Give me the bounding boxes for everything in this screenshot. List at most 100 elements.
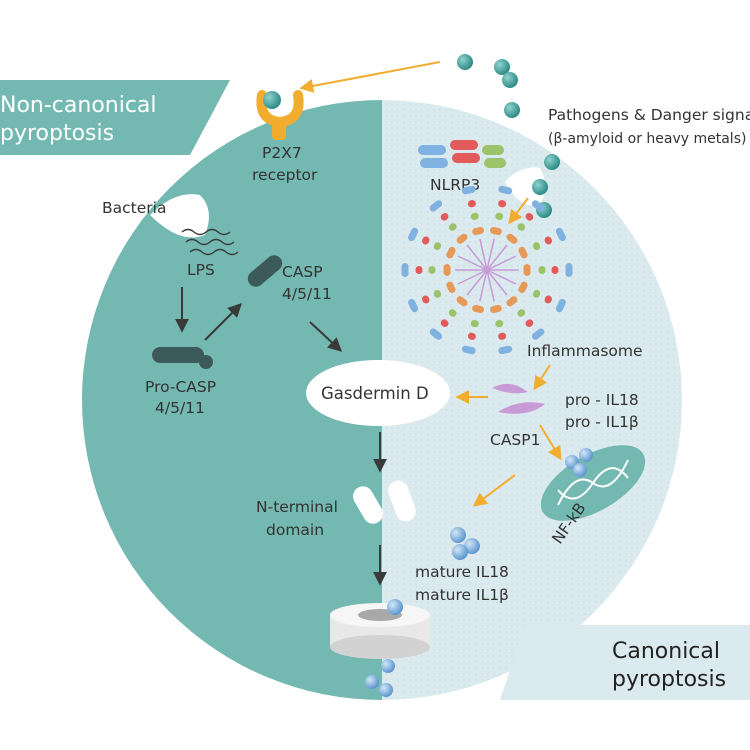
- inflammasome-segment: [446, 246, 456, 259]
- inflammasome-complex: [401, 185, 573, 355]
- inflammasome-segment: [498, 345, 513, 355]
- non-canonical-label-1: Non-canonical: [0, 93, 157, 118]
- inflammasome-spoke: [457, 255, 488, 271]
- nfkb-to-mature-il-arrow: [472, 474, 516, 507]
- inflammasome-segment: [456, 233, 468, 244]
- pathogen-entry-notch: [505, 167, 545, 206]
- bacteria-entry-notch: [150, 194, 209, 238]
- n-terminal-label-2: domain: [266, 521, 324, 539]
- inflammasome-segment: [523, 264, 531, 276]
- p2x7-receptor: [256, 90, 304, 140]
- inflammasome-segment: [538, 266, 546, 274]
- inflammasome-segment: [498, 332, 507, 340]
- inflammasome-segment: [555, 227, 566, 242]
- inflammasome-segment: [495, 212, 504, 220]
- n-terminal-domain: [353, 480, 416, 524]
- inflammasome-spoke: [486, 238, 495, 271]
- inflammasome-segment: [544, 295, 552, 304]
- canonical-banner: [500, 625, 750, 700]
- pathogen-particles: [457, 54, 560, 218]
- inflammasome-segment: [467, 332, 476, 340]
- inflammasome-segment: [517, 223, 526, 231]
- inflammasome-segment: [489, 226, 502, 236]
- casp1-label: CASP1: [490, 431, 540, 449]
- casp1-to-nfkb-arrow: [539, 424, 562, 461]
- pro-il-label-2: pro - IL1β: [565, 413, 639, 431]
- inflammasome-segment: [518, 246, 528, 259]
- canonical-label-2: pyroptosis: [612, 667, 726, 692]
- gasdermin-d-oval: [306, 360, 450, 426]
- inflammasome-segment: [544, 236, 552, 245]
- inflammasome-segment: [461, 345, 476, 355]
- gasdermin-pore: [330, 599, 430, 659]
- inflammasome-segment: [448, 309, 457, 317]
- inflammasome-segment: [433, 289, 442, 298]
- inflammasome-spoke: [486, 269, 508, 296]
- inflammasome-segment: [531, 200, 545, 212]
- pathogens-label: Pathogens & Danger signals: [548, 106, 750, 124]
- inflammasome-to-casp1-arrow: [533, 364, 551, 391]
- pro-casp-to-casp-arrow: [204, 303, 242, 341]
- casp-label-2: 4/5/11: [282, 285, 332, 303]
- inflammasome-label: Inflammasome: [527, 342, 643, 360]
- inflammasome-segment: [408, 227, 419, 242]
- inflammasome-segment: [532, 242, 541, 251]
- lps-strands: [181, 228, 239, 256]
- inflammasome-segment: [470, 212, 479, 220]
- inflammasome-spoke: [486, 269, 517, 285]
- inflammasome-segment: [498, 185, 513, 195]
- inflammasome-segment: [506, 233, 518, 244]
- inflammasome-segment: [461, 185, 476, 195]
- signal-to-inflammasome-arrow: [508, 197, 529, 225]
- inflammasome-spoke: [479, 269, 488, 302]
- mature-il-particles: [450, 527, 480, 560]
- inflammasome-segment: [498, 200, 507, 208]
- inflammasome-spoke: [466, 269, 488, 296]
- casp-to-gasdermin-arrow: [309, 321, 343, 352]
- inflammasome-segment: [531, 328, 545, 340]
- inflammasome-segment: [428, 266, 436, 274]
- inflammasome-segment: [467, 200, 476, 208]
- bacteria-label: Bacteria: [102, 199, 166, 217]
- inflammasome-segment: [532, 289, 541, 298]
- inflammasome-segment: [422, 295, 430, 304]
- p2x7-label-1: P2X7: [262, 144, 302, 162]
- non-canonical-label-2: pyroptosis: [0, 121, 114, 146]
- inflammasome-segment: [470, 320, 479, 328]
- pro-casp-molecule: [152, 347, 213, 369]
- inflammasome-spoke: [466, 244, 488, 271]
- inflammasome-segment: [456, 296, 468, 307]
- inflammasome-segment: [433, 242, 442, 251]
- pro-il-label-1: pro - IL18: [565, 391, 639, 409]
- casp-label-1: CASP: [282, 263, 323, 281]
- inflammasome-segment: [440, 213, 449, 221]
- inflammasome-segment: [525, 213, 534, 221]
- inflammasome-segment: [429, 328, 443, 340]
- inflammasome-segment: [506, 296, 518, 307]
- gasdermin-label: Gasdermin D: [321, 384, 429, 403]
- released-cytokines: [365, 659, 395, 697]
- inflammasome-spoke: [486, 269, 495, 302]
- inflammasome-segment: [446, 281, 456, 294]
- inflammasome-segment: [440, 319, 449, 327]
- inflammasome-segment: [525, 319, 534, 327]
- mature-il-label-2: mature IL1β: [415, 586, 509, 604]
- inflammasome-segment: [565, 263, 573, 277]
- pathogens-sublabel: (β-amyloid or heavy metals): [548, 131, 746, 147]
- inflammasome-segment: [551, 266, 559, 274]
- lps-label: LPS: [187, 261, 215, 279]
- inflammasome-segment: [422, 236, 430, 245]
- inflammasome-segment: [415, 266, 423, 274]
- inflammasome-spoke: [486, 255, 517, 271]
- inflammasome-segment: [489, 304, 502, 314]
- inflammasome-segment: [495, 320, 504, 328]
- casp1-molecule: [492, 383, 545, 414]
- inflammasome-segment: [429, 200, 443, 212]
- n-terminal-label-1: N-terminal: [256, 498, 338, 516]
- nfkb-nucleus: [540, 445, 646, 521]
- inflammasome-spoke: [479, 238, 488, 271]
- inflammasome-spoke: [457, 269, 488, 285]
- mature-il-label-1: mature IL18: [415, 563, 509, 581]
